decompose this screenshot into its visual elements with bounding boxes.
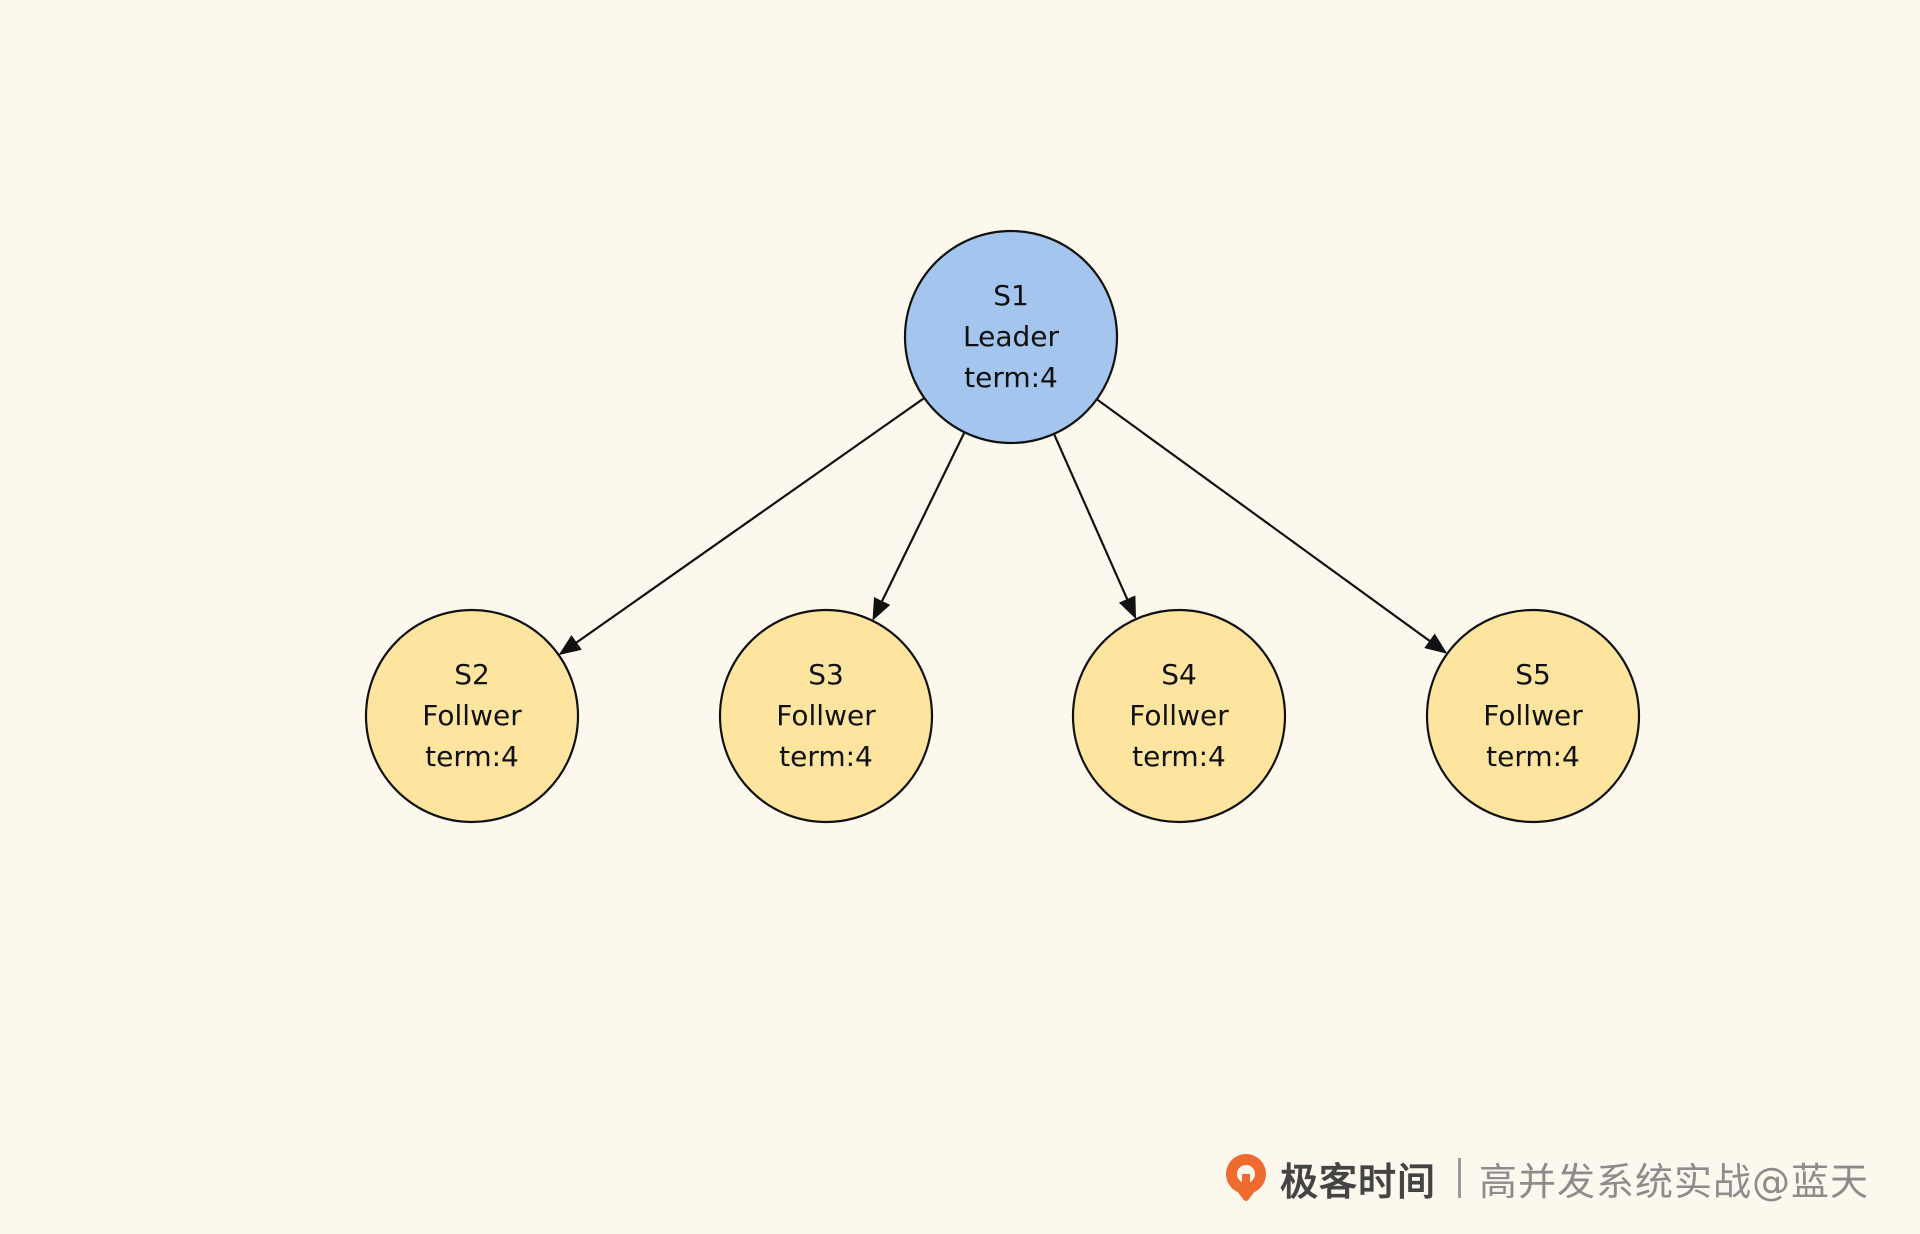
node-circle-s2 xyxy=(364,608,580,824)
node-id-s5: S5 xyxy=(1515,658,1551,691)
node-term-s4: term:4 xyxy=(1132,740,1226,773)
geekbang-logo-icon xyxy=(1226,1154,1266,1201)
node-term-s1: term:4 xyxy=(964,361,1058,394)
nodes: S1Leaderterm:4S2Follwerterm:4S3Follwerte… xyxy=(364,229,1641,824)
node-id-s3: S3 xyxy=(808,658,844,691)
arrow-s1-to-s4 xyxy=(1053,434,1137,620)
arrow-s1-to-s3 xyxy=(872,432,966,621)
node-circle-s1 xyxy=(903,229,1119,445)
node-role-s1: Leader xyxy=(963,320,1059,353)
node-role-s2: Follwer xyxy=(422,699,522,732)
node-id-s1: S1 xyxy=(993,279,1029,312)
edges xyxy=(558,397,1448,656)
node-term-s2: term:4 xyxy=(425,740,519,773)
node-id-s4: S4 xyxy=(1161,658,1197,691)
watermark-course: 高并发系统实战@蓝天 xyxy=(1479,1159,1870,1204)
node-id-s2: S2 xyxy=(454,658,490,691)
node-role-s4: Follwer xyxy=(1129,699,1229,732)
watermark: 极客时间 高并发系统实战@蓝天 xyxy=(1222,1148,1869,1208)
node-role-s5: Follwer xyxy=(1483,699,1583,732)
node-circle-s3 xyxy=(718,608,934,824)
arrow-s1-to-s2 xyxy=(558,397,925,656)
watermark-brand: 极客时间 xyxy=(1280,1159,1437,1204)
node-role-s3: Follwer xyxy=(776,699,876,732)
node-term-s3: term:4 xyxy=(779,740,873,773)
node-circle-s5 xyxy=(1425,608,1641,824)
node-circle-s4 xyxy=(1071,608,1287,824)
watermark-separator xyxy=(1458,1158,1462,1198)
arrow-s1-to-s5 xyxy=(1096,398,1448,654)
node-term-s5: term:4 xyxy=(1486,740,1580,773)
